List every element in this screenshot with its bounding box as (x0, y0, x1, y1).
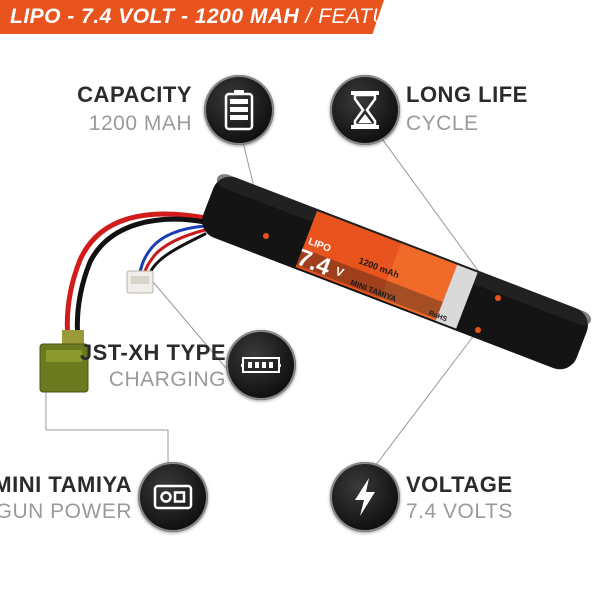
callout-line-long-life (371, 124, 499, 299)
capacity-subtitle: 1200 MAH (88, 112, 192, 135)
banner-section-text: FEATURES (318, 5, 433, 28)
tamiya-subtitle: GUN POWER (0, 500, 132, 523)
connector-icon (241, 357, 281, 373)
battery-body (202, 174, 592, 370)
callout-line-tamiya (45, 380, 169, 470)
long-life-icon-circle (330, 75, 400, 145)
tamiya-icon-circle (138, 462, 208, 532)
long-life-title: LONG LIFE (406, 82, 528, 107)
voltage-subtitle: 7.4 VOLTS (406, 500, 513, 523)
lightning-icon (355, 478, 375, 516)
battery-icon (224, 90, 254, 131)
banner-title: LIPO - 7.4 VOLT - 1200 MAH / FEATURES (10, 4, 433, 30)
banner-separator: / (299, 5, 319, 28)
jst-title: JST-XH TYPE (79, 340, 226, 365)
voltage-icon-circle (330, 462, 400, 532)
jst-subtitle: CHARGING (108, 368, 226, 391)
jst-connector (126, 270, 154, 294)
banner-main-text: LIPO - 7.4 VOLT - 1200 MAH (10, 5, 300, 28)
label-cert: RoHS (427, 309, 448, 324)
mini-tamiya-connector (39, 330, 89, 393)
label-connector: MINI TAMIYA (349, 277, 398, 304)
hourglass-icon (351, 91, 379, 129)
voltage-title: VOLTAGE (406, 472, 513, 497)
callout-line-voltage (371, 329, 479, 471)
label-voltage-unit: V (333, 264, 346, 280)
callout-dots (263, 233, 501, 333)
callout-line-jst (147, 275, 227, 369)
feature-banner: LIPO - 7.4 VOLT - 1200 MAH / FEATURES (0, 0, 384, 34)
capacity-title: CAPACITY (77, 82, 192, 107)
callout-lines (45, 124, 499, 471)
jst-icon-circle (226, 330, 296, 400)
tamiya-title: MINI TAMIYA (0, 472, 132, 497)
capacity-icon-circle (204, 75, 274, 145)
plug-icon (153, 484, 193, 510)
long-life-subtitle: CYCLE (406, 112, 479, 135)
